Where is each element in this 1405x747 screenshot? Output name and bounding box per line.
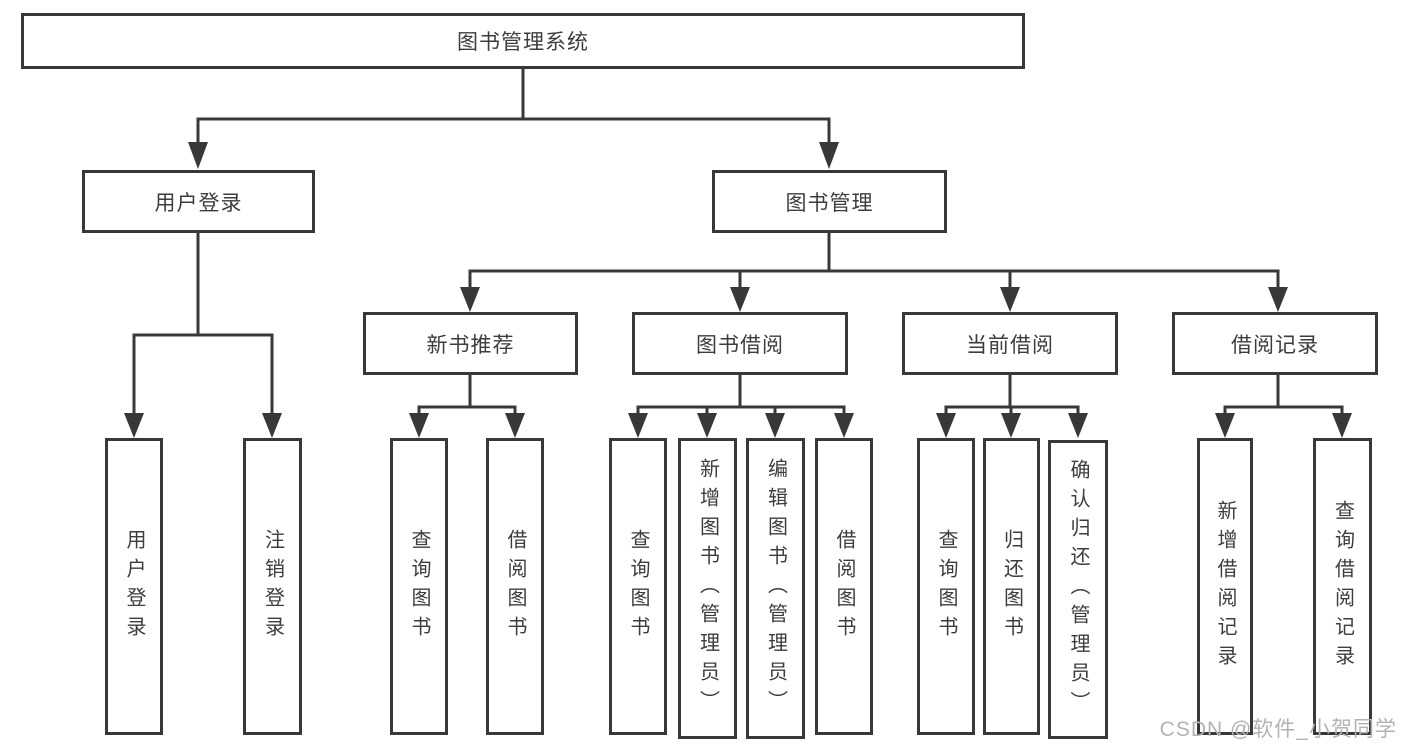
node-user-login: 用户登录 — [82, 170, 315, 233]
node-br-add: 新增借阅记录 — [1197, 438, 1253, 735]
node-bb-edit-label: 编辑图书（管理员） — [764, 458, 787, 719]
node-book-borrow-label: 图书借阅 — [696, 333, 784, 357]
node-cb-confirm: 确认归还（管理员） — [1048, 440, 1108, 739]
node-nbr-borrow: 借阅图书 — [486, 438, 544, 735]
node-bb-add: 新增图书（管理员） — [678, 438, 737, 739]
node-root-label: 图书管理系统 — [457, 31, 589, 54]
node-nbr-query-label: 查询图书 — [408, 528, 430, 645]
node-login-item-label: 用户登录 — [123, 528, 145, 645]
node-nbr-query: 查询图书 — [390, 438, 448, 735]
node-cb-return: 归还图书 — [983, 438, 1040, 735]
node-br-query: 查询借阅记录 — [1313, 438, 1372, 735]
node-logout-item: 注销登录 — [243, 438, 302, 735]
node-book-mgmt: 图书管理 — [712, 170, 947, 233]
node-login-item: 用户登录 — [105, 438, 163, 735]
node-book-mgmt-label: 图书管理 — [785, 191, 874, 215]
node-cb-query-label: 查询图书 — [935, 528, 957, 645]
node-bb-add-label: 新增图书（管理员） — [696, 458, 719, 719]
node-br-add-label: 新增借阅记录 — [1214, 499, 1236, 674]
node-bb-borrow: 借阅图书 — [815, 438, 873, 735]
node-user-login-label: 用户登录 — [154, 191, 243, 215]
node-current-borrow: 当前借阅 — [902, 312, 1118, 375]
node-book-borrow: 图书借阅 — [632, 312, 848, 375]
node-logout-item-label: 注销登录 — [261, 528, 284, 645]
node-cb-return-label: 归还图书 — [1000, 528, 1023, 645]
node-bb-query-label: 查询图书 — [627, 528, 649, 645]
node-bb-edit: 编辑图书（管理员） — [746, 438, 805, 739]
node-new-book-rec-label: 新书推荐 — [426, 333, 515, 357]
node-br-query-label: 查询借阅记录 — [1331, 499, 1354, 674]
node-cb-confirm-label: 确认归还（管理员） — [1067, 459, 1089, 720]
node-borrow-records: 借阅记录 — [1172, 312, 1378, 375]
node-bb-borrow-label: 借阅图书 — [833, 528, 855, 645]
watermark: CSDN @软件_小贺同学 — [1159, 718, 1397, 741]
node-new-book-rec: 新书推荐 — [363, 312, 578, 375]
node-current-borrow-label: 当前借阅 — [966, 333, 1054, 357]
node-cb-query: 查询图书 — [917, 438, 975, 735]
node-root: 图书管理系统 — [21, 13, 1025, 69]
node-bb-query: 查询图书 — [609, 438, 667, 735]
node-borrow-records-label: 借阅记录 — [1231, 333, 1319, 357]
node-nbr-borrow-label: 借阅图书 — [504, 528, 526, 645]
